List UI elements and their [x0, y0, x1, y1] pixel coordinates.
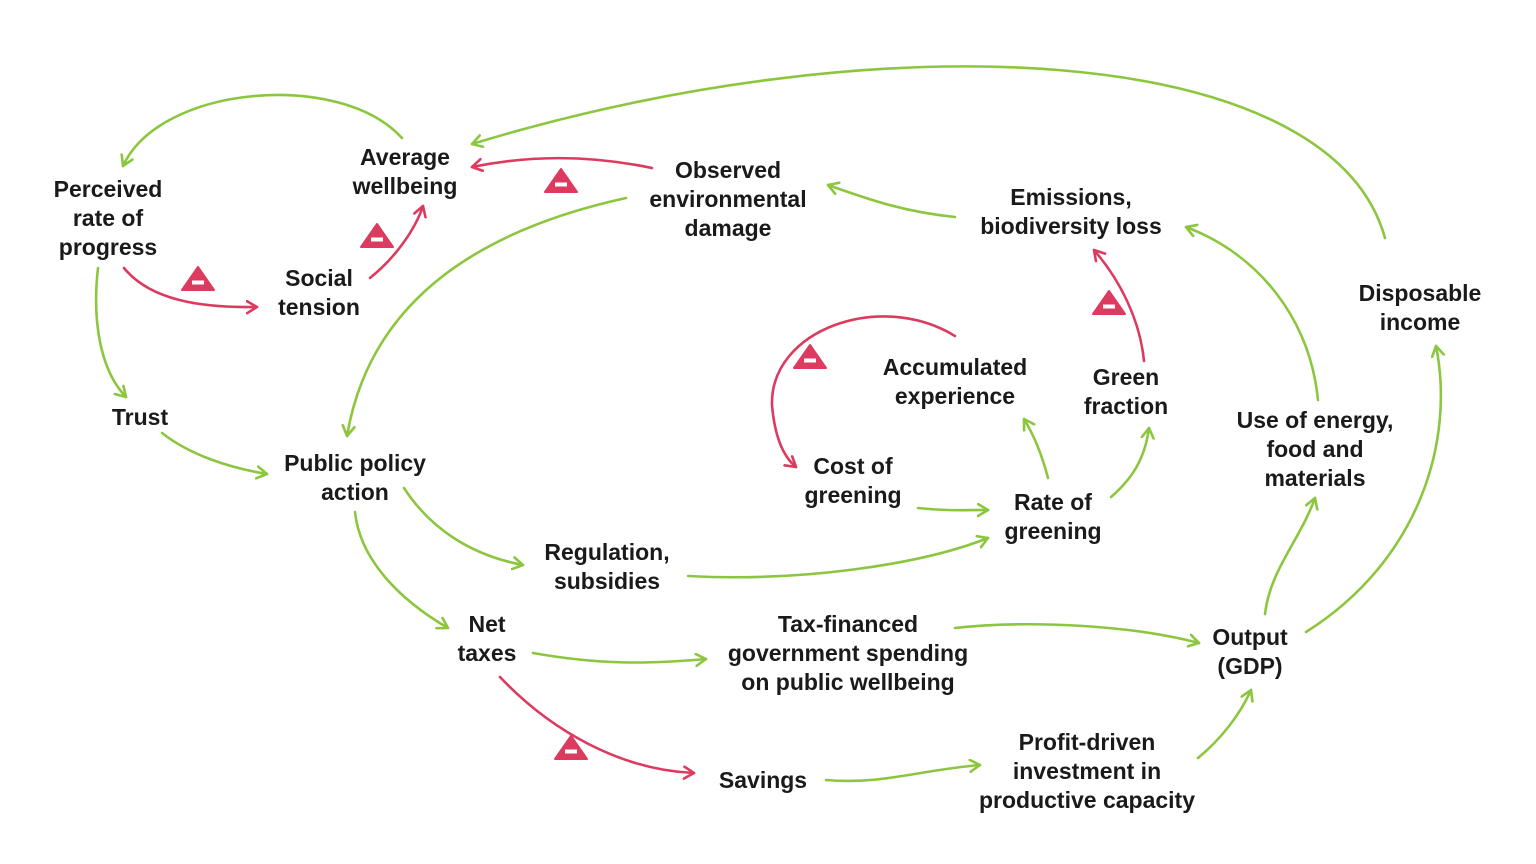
- node-emissions-biodiversity-loss: Emissions, biodiversity loss: [980, 184, 1162, 239]
- node-label-line: damage: [685, 215, 772, 241]
- node-regulation-subsidies: Regulation, subsidies: [544, 539, 669, 594]
- link-regulation-subsidies-to-rate-of-greening: [686, 538, 990, 579]
- node-label-line: greening: [804, 482, 901, 508]
- node-cost-of-greening: Cost of greening: [804, 453, 901, 508]
- node-label-line: Social: [285, 265, 353, 291]
- nodes-layer: Perceived rate of progress Average wellbeing…: [54, 144, 1482, 813]
- node-label-line: Output: [1212, 624, 1288, 650]
- link-emissions-biodiversity-loss-to-observed-environmental-damage: [826, 185, 957, 219]
- node-output-gdp: Output (GDP): [1212, 624, 1288, 679]
- node-label-line: Accumulated: [883, 354, 1027, 380]
- negative-polarity-icon: [1092, 290, 1126, 315]
- node-tax-financed-spending: Tax-financed government spending on public…: [728, 611, 968, 695]
- node-trust: Trust: [112, 404, 169, 430]
- link-public-policy-action-to-regulation-subsidies: [402, 486, 525, 565]
- negative-polarity-icon: [554, 735, 588, 760]
- link-social-tension-to-average-wellbeing: [368, 204, 423, 280]
- link-perceived-rate-of-progress-to-trust: [94, 266, 128, 399]
- node-label-line: Trust: [112, 404, 169, 430]
- node-label-line: subsidies: [554, 568, 660, 594]
- node-label-line: Use of energy,: [1237, 407, 1394, 433]
- links-layer: [94, 65, 1441, 783]
- node-label-line: Rate of: [1014, 489, 1092, 515]
- link-output-gdp-to-use-of-energy-food-materials: [1263, 496, 1315, 616]
- node-label-line: experience: [895, 383, 1015, 409]
- node-label-line: wellbeing: [352, 173, 458, 199]
- node-label-line: fraction: [1084, 393, 1168, 419]
- node-savings: Savings: [719, 767, 807, 793]
- node-label-line: Profit-driven: [1019, 729, 1156, 755]
- link-observed-environmental-damage-to-average-wellbeing: [470, 156, 654, 168]
- link-tax-financed-spending-to-output-gdp: [953, 623, 1201, 643]
- node-net-taxes: Net taxes: [458, 611, 517, 666]
- link-net-taxes-to-tax-financed-spending: [531, 651, 708, 663]
- negative-polarity-icon: [544, 168, 578, 193]
- negative-markers-layer: [181, 168, 1126, 760]
- node-rate-of-greening: Rate of greening: [1004, 489, 1101, 544]
- node-label-line: investment in: [1013, 758, 1161, 784]
- node-label-line: environmental: [649, 186, 806, 212]
- node-label-line: Emissions,: [1010, 184, 1131, 210]
- node-label-line: greening: [1004, 518, 1101, 544]
- link-cost-of-greening-to-rate-of-greening: [916, 508, 990, 510]
- node-label-line: Cost of: [813, 453, 893, 479]
- node-label-line: Perceived: [54, 176, 163, 202]
- node-average-wellbeing: Average wellbeing: [352, 144, 458, 199]
- node-observed-environmental-damage: Observed environmental damage: [649, 157, 806, 241]
- link-savings-to-profit-driven-investment: [824, 765, 982, 783]
- node-label-line: Tax-financed: [778, 611, 918, 637]
- node-label-line: Regulation,: [544, 539, 669, 565]
- link-rate-of-greening-to-green-fraction: [1109, 426, 1149, 499]
- node-label-line: tension: [278, 294, 360, 320]
- link-perceived-rate-of-progress-to-social-tension: [122, 266, 259, 307]
- link-green-fraction-to-emissions-biodiversity-loss: [1092, 248, 1146, 363]
- negative-polarity-icon: [793, 344, 827, 369]
- node-label-line: Public policy: [284, 450, 426, 476]
- link-use-of-energy-food-materials-to-emissions-biodiversity-loss: [1184, 227, 1320, 402]
- node-label-line: productive capacity: [979, 787, 1195, 813]
- node-label-line: Average: [360, 144, 450, 170]
- node-label-line: action: [321, 479, 389, 505]
- node-label-line: progress: [59, 234, 157, 260]
- node-label-line: Observed: [675, 157, 781, 183]
- node-label-line: taxes: [458, 640, 517, 666]
- node-accumulated-experience: Accumulated experience: [883, 354, 1027, 409]
- node-label-line: rate of: [73, 205, 144, 231]
- negative-polarity-icon: [360, 223, 394, 248]
- link-disposable-income-to-average-wellbeing: [470, 65, 1387, 240]
- link-average-wellbeing-to-perceived-rate-of-progress: [123, 93, 404, 168]
- node-social-tension: Social tension: [278, 265, 360, 320]
- node-disposable-income: Disposable income: [1359, 280, 1482, 335]
- node-label-line: (GDP): [1217, 653, 1282, 679]
- node-perceived-rate-of-progress: Perceived rate of progress: [54, 176, 163, 260]
- node-label-line: income: [1380, 309, 1461, 335]
- node-label-line: Savings: [719, 767, 807, 793]
- node-label-line: Disposable: [1359, 280, 1482, 306]
- node-profit-driven-investment: Profit-driven investment in productive cap…: [979, 729, 1195, 813]
- node-public-policy-action: Public policy action: [284, 450, 426, 505]
- node-label-line: materials: [1264, 465, 1365, 491]
- link-trust-to-public-policy-action: [160, 431, 269, 474]
- node-label-line: Net: [468, 611, 505, 637]
- node-label-line: Green: [1093, 364, 1159, 390]
- link-rate-of-greening-to-accumulated-experience: [1022, 417, 1050, 480]
- node-green-fraction: Green fraction: [1084, 364, 1168, 419]
- link-profit-driven-investment-to-output-gdp: [1196, 688, 1251, 760]
- node-use-of-energy-food-materials: Use of energy, food and materials: [1237, 407, 1394, 491]
- link-net-taxes-to-savings: [498, 675, 696, 773]
- node-label-line: biodiversity loss: [980, 213, 1162, 239]
- link-output-gdp-to-disposable-income: [1304, 344, 1441, 634]
- link-observed-environmental-damage-to-public-policy-action: [347, 196, 628, 438]
- link-accumulated-experience-to-cost-of-greening: [770, 315, 957, 469]
- link-public-policy-action-to-net-taxes: [353, 510, 450, 628]
- negative-polarity-icon: [181, 266, 215, 291]
- node-label-line: on public wellbeing: [741, 669, 954, 695]
- node-label-line: food and: [1266, 436, 1363, 462]
- node-label-line: government spending: [728, 640, 968, 666]
